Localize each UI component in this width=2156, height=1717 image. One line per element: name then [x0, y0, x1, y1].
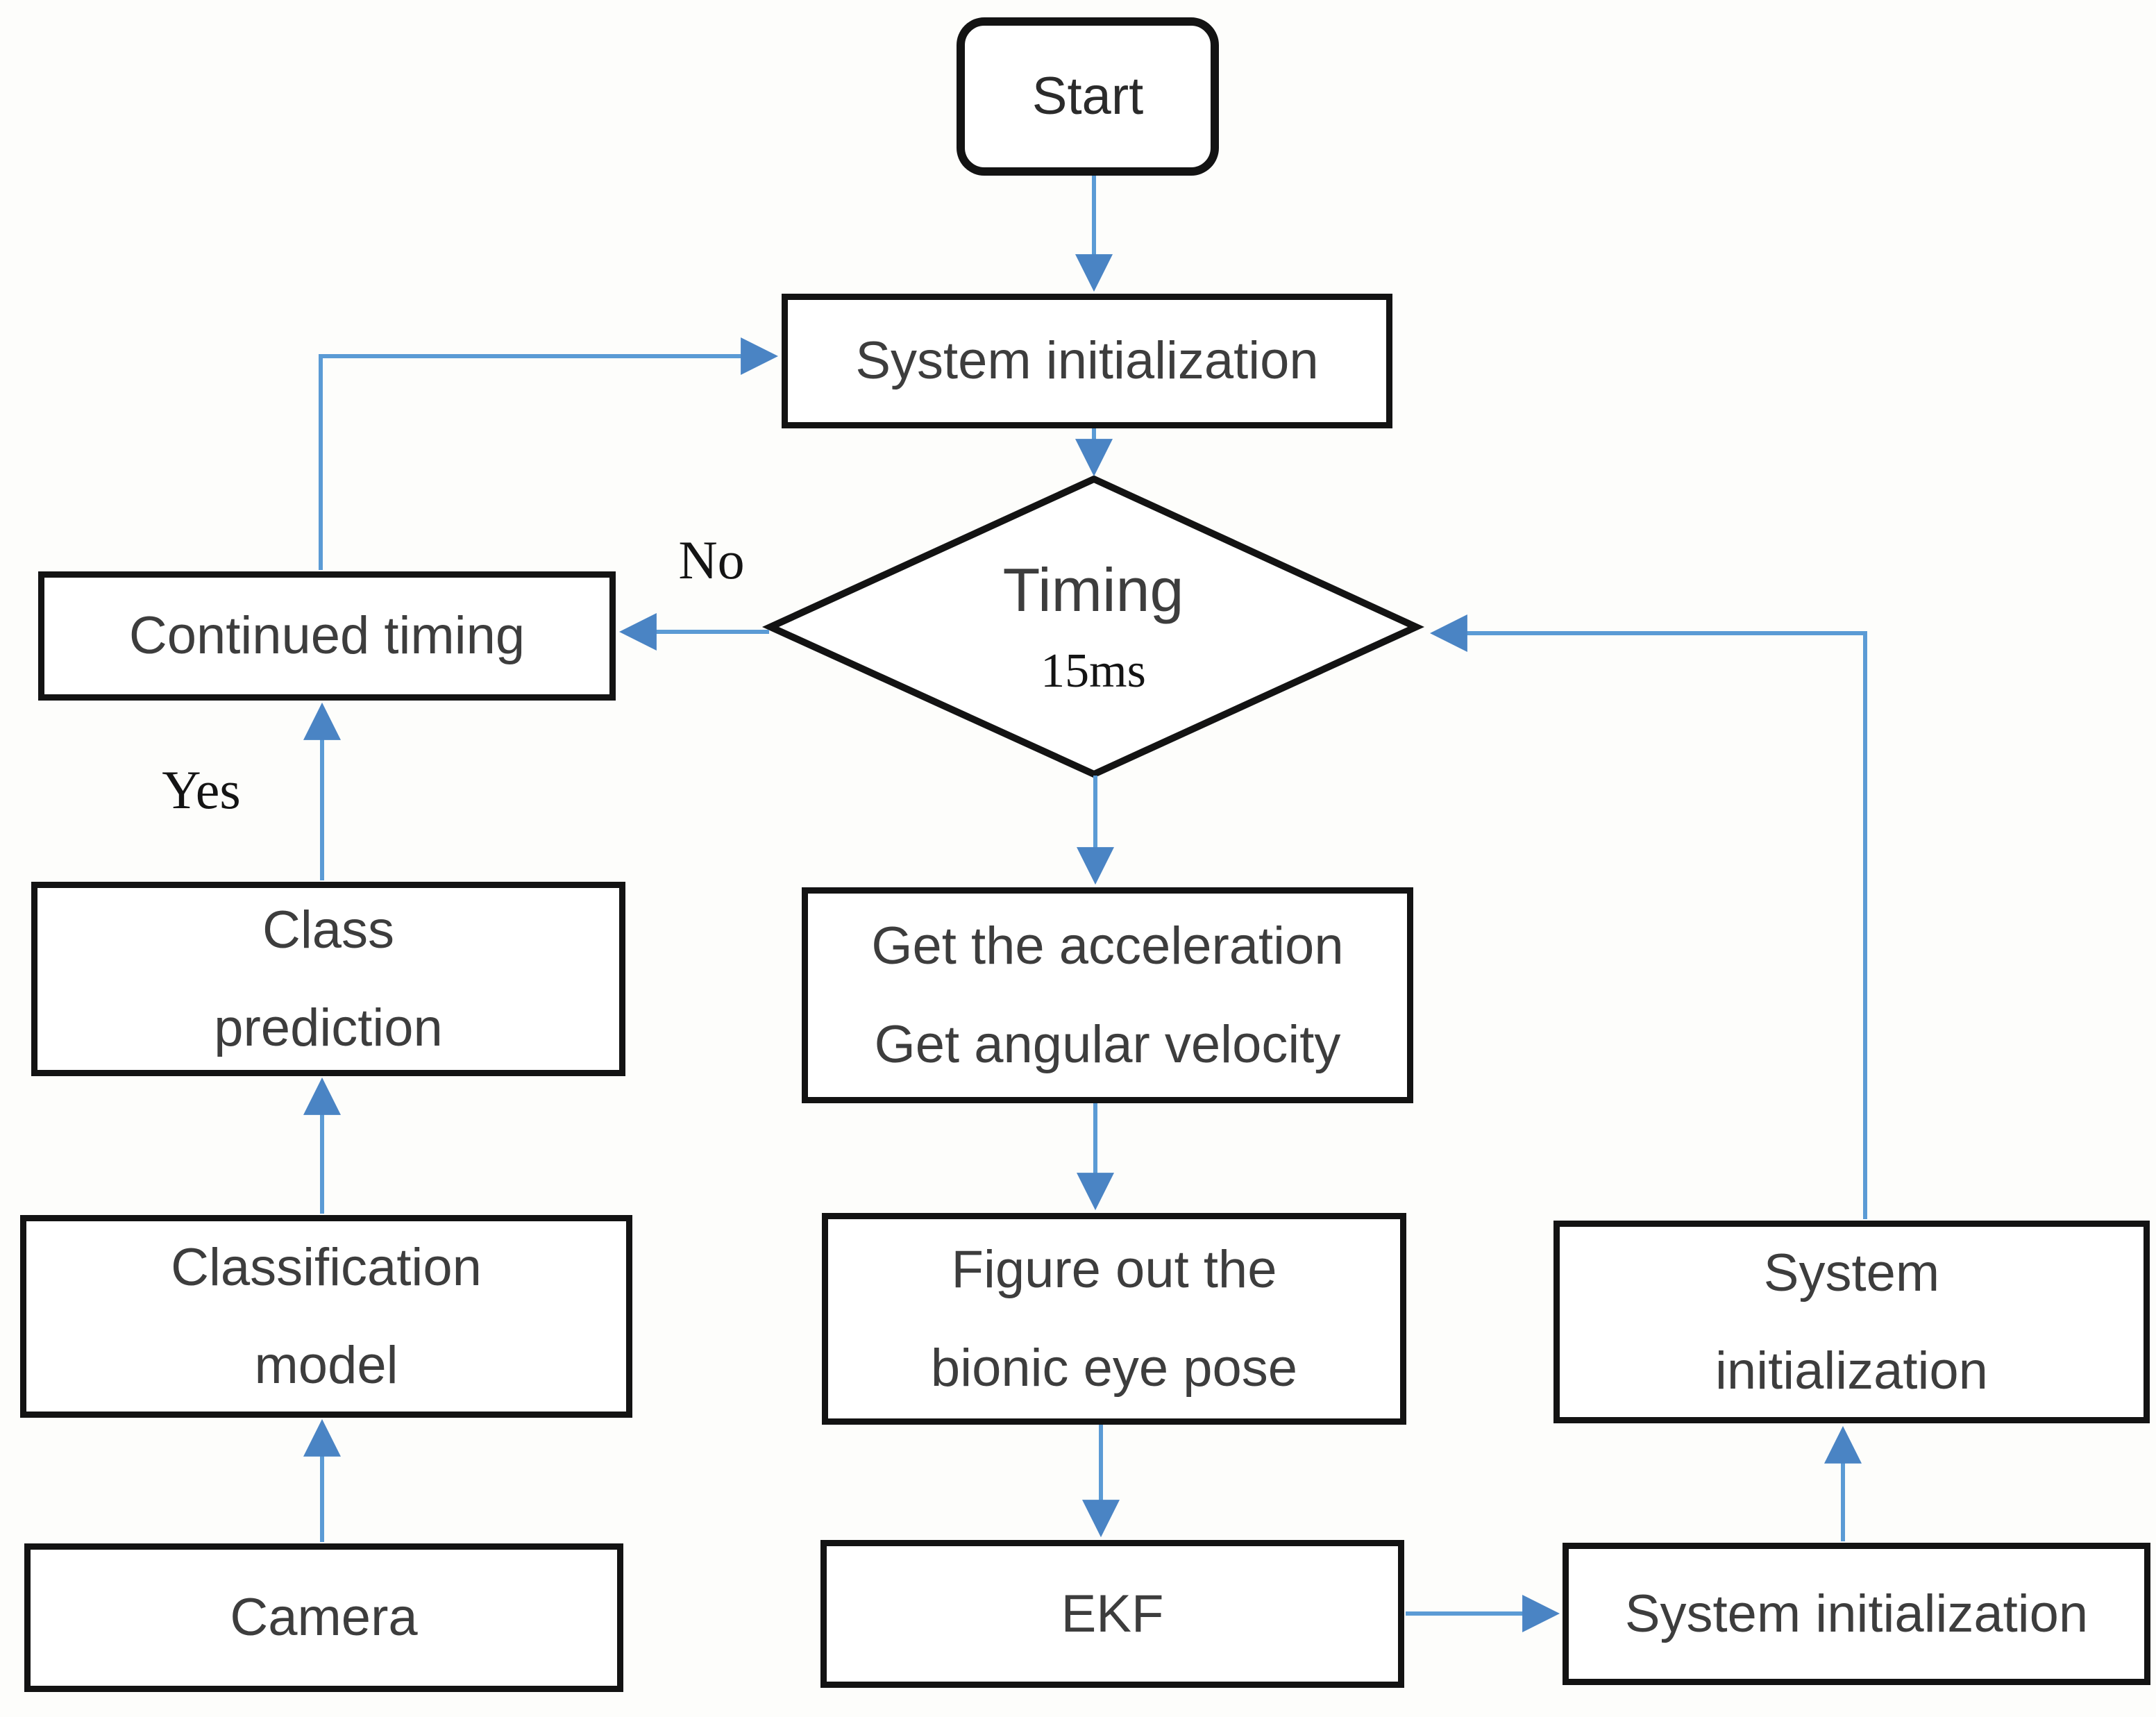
- node-figure-out-bionic-eye-pose: Figure out the bionic eye pose: [822, 1213, 1406, 1425]
- node-label: System initialization: [855, 331, 1319, 391]
- timing-diamond-shape: [761, 475, 1425, 778]
- node-label: prediction: [214, 998, 443, 1057]
- node-system-initialization-bottom: System initialization: [1563, 1543, 2150, 1685]
- node-label: Continued timing: [128, 606, 525, 666]
- node-label: Get angular velocity: [874, 1014, 1341, 1074]
- node-system-initialization-top: System initialization: [782, 294, 1392, 428]
- edge-label-yes: Yes: [162, 760, 241, 820]
- node-class-prediction: Class prediction: [31, 882, 625, 1076]
- node-label: System: [1763, 1243, 1940, 1303]
- node-label: Get the acceleration: [871, 916, 1344, 976]
- node-continued-timing: Continued timing: [38, 571, 616, 701]
- node-label: Classification: [171, 1237, 482, 1297]
- node-system-initialization-right: System initialization: [1553, 1221, 2150, 1423]
- node-ekf: EKF: [820, 1540, 1404, 1688]
- node-label: System initialization: [1624, 1584, 2089, 1643]
- node-label: Camera: [230, 1588, 418, 1648]
- edge-system-init-right-to-timing: [1429, 614, 1867, 1219]
- node-get-acceleration: Get the acceleration Get angular velocit…: [802, 887, 1413, 1103]
- node-label: initialization: [1715, 1341, 1988, 1400]
- edge-label-no: No: [678, 530, 745, 590]
- node-sublabel: 15ms: [1041, 644, 1146, 698]
- node-classification-model: Classification model: [20, 1215, 632, 1418]
- node-camera: Camera: [24, 1543, 623, 1692]
- edge-continued-timing-to-system-init: [319, 337, 779, 570]
- node-label: EKF: [1061, 1584, 1164, 1643]
- node-label: Timing: [1002, 555, 1184, 624]
- node-label: Figure out the: [951, 1240, 1277, 1300]
- node-label: Class: [262, 900, 395, 960]
- node-label: bionic eye pose: [930, 1338, 1298, 1398]
- node-label: Start: [1031, 67, 1144, 126]
- node-timing-decision: Timing 15ms: [770, 486, 1416, 767]
- node-label: model: [254, 1336, 398, 1395]
- node-start: Start: [957, 17, 1219, 176]
